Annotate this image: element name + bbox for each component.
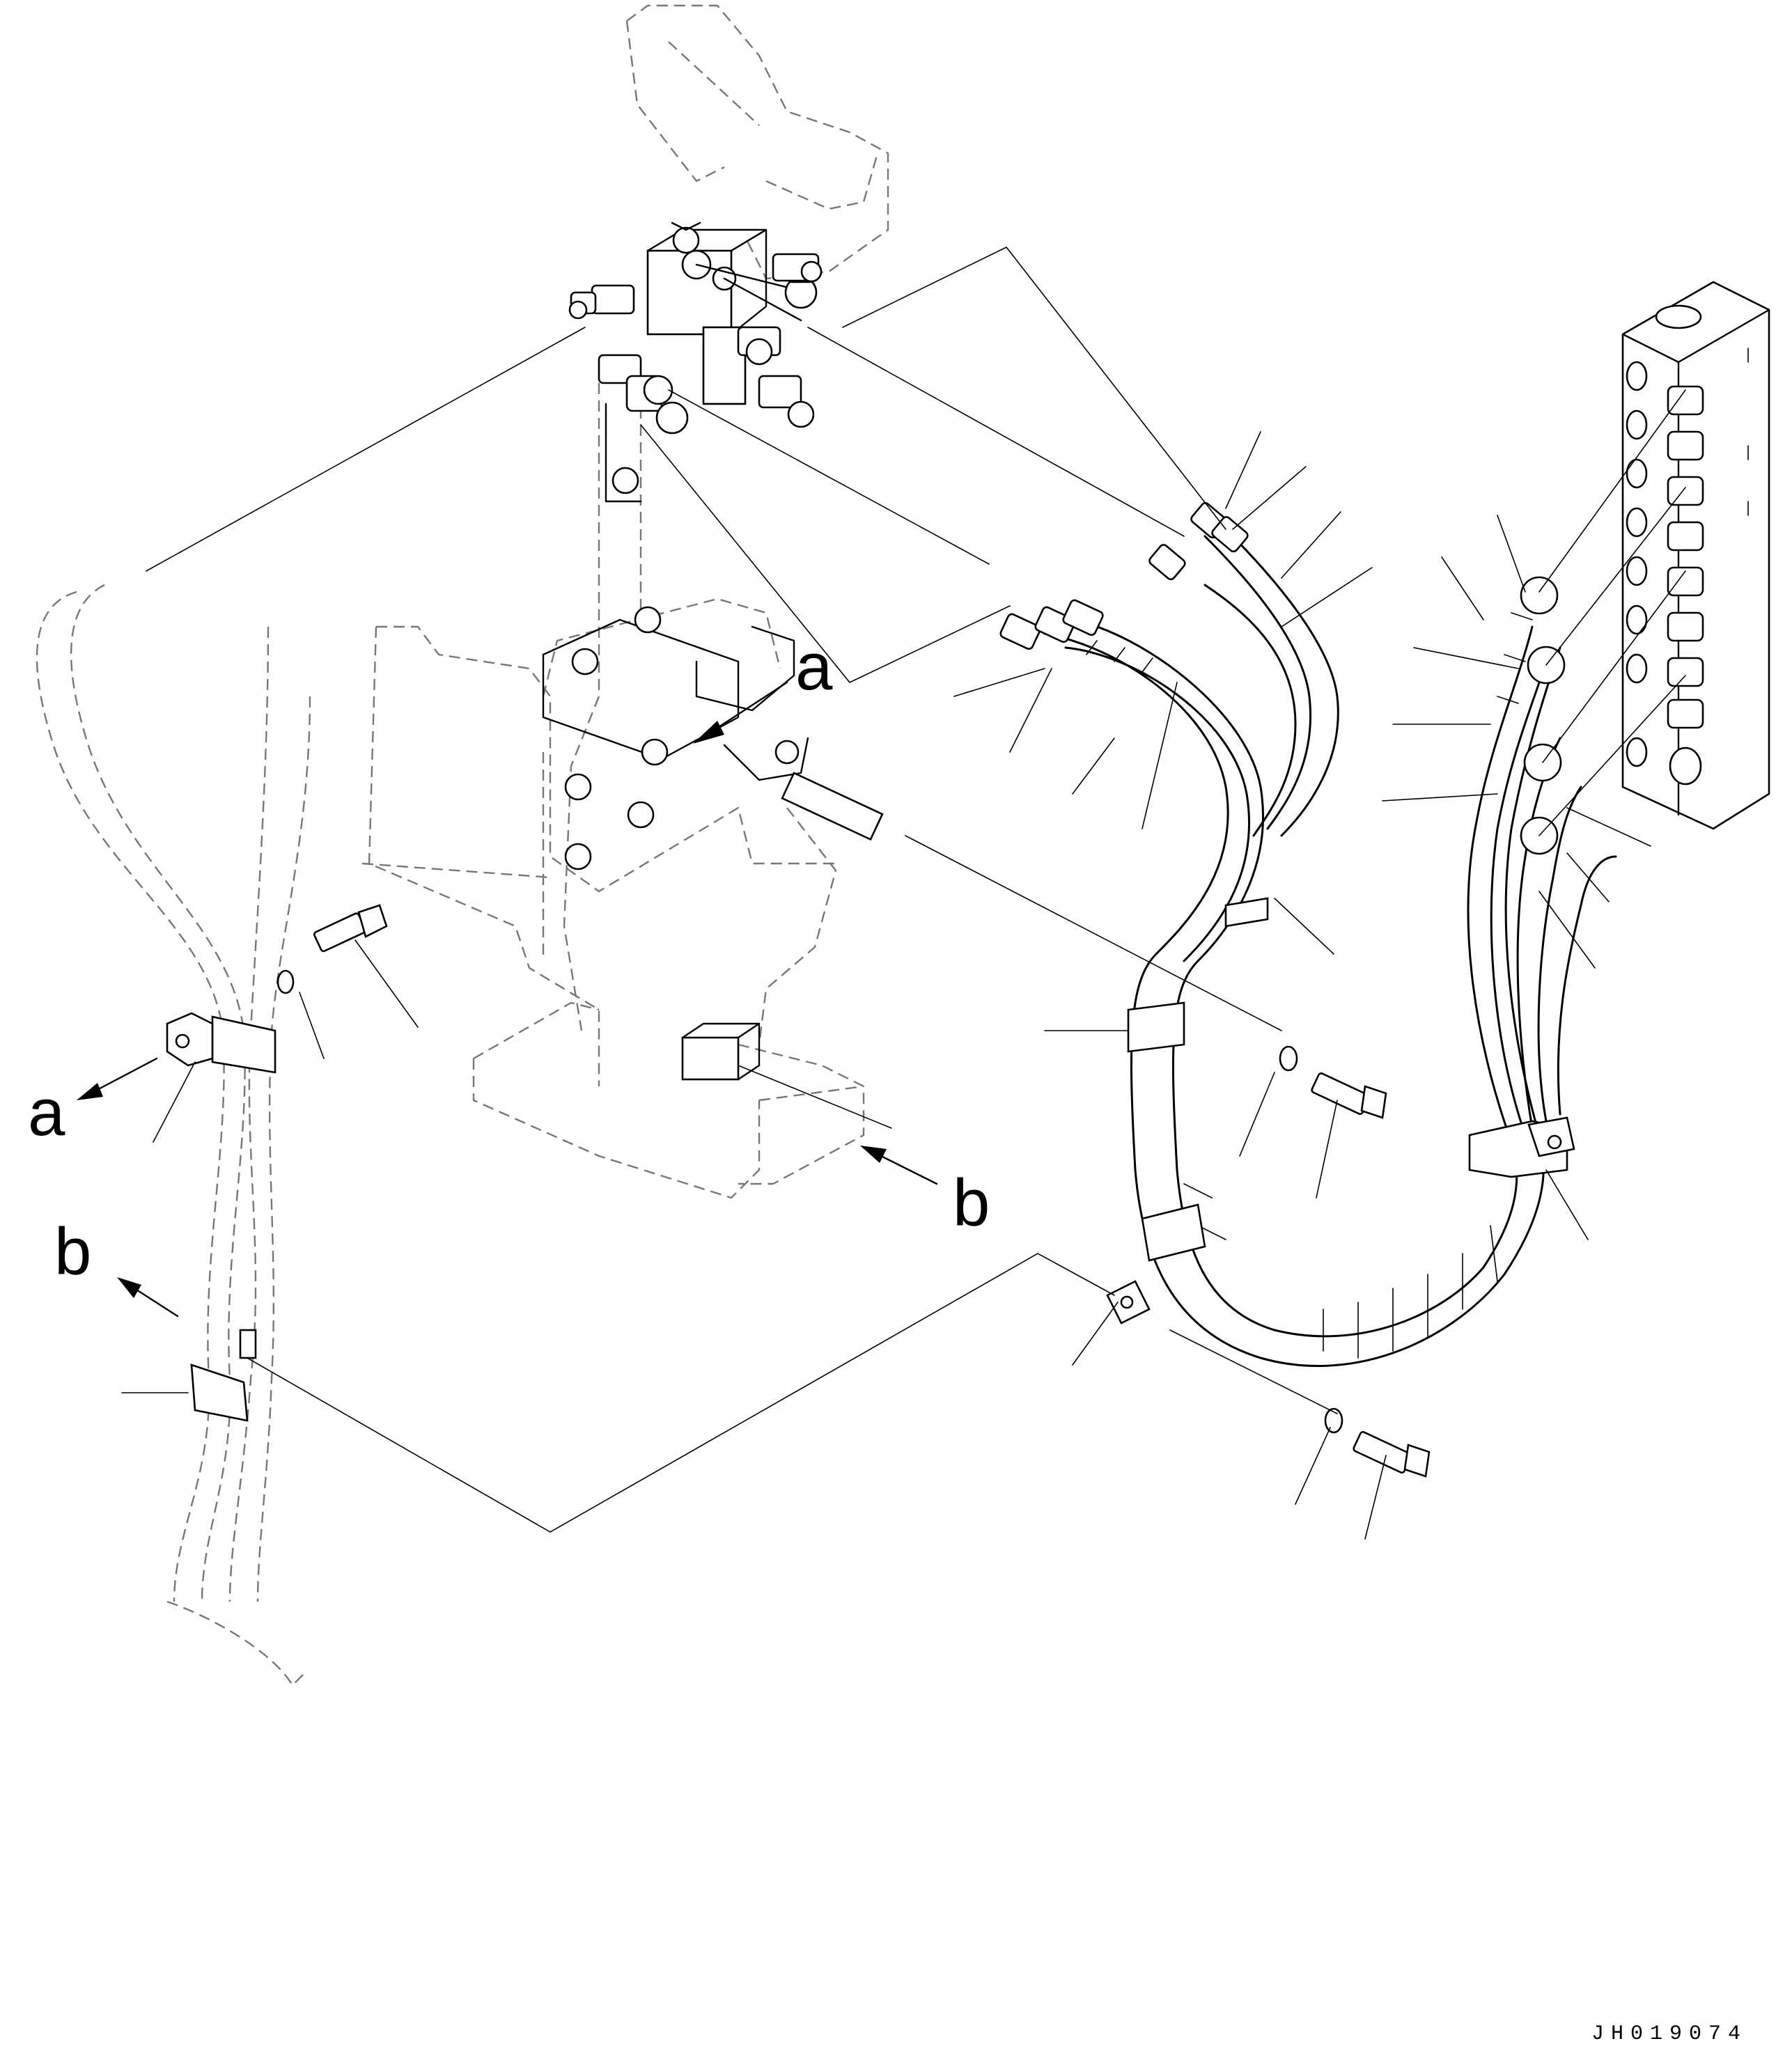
valve-fitting-left (568, 284, 635, 320)
view-arrow-icon-a-top (693, 681, 788, 744)
hose-clamp-left-lower (190, 1329, 257, 1422)
view-label-a-left: a (28, 1075, 65, 1150)
hose-clamp-left-upper (166, 1012, 276, 1074)
hose-end-fittings (999, 502, 1566, 855)
valve-fitting-right (737, 326, 815, 428)
view-arrow-icon-b-left (117, 1277, 179, 1318)
bolt-icon-upper (276, 904, 388, 994)
view-label-a-top: a (795, 630, 833, 704)
bolt-icon-lower (1324, 1407, 1431, 1478)
pilot-valve-assembly (568, 221, 823, 503)
assembly-leader-lines (146, 246, 1686, 1533)
view-label-b-bottom: b (953, 1166, 990, 1240)
valve-fitting-upper-right (772, 253, 823, 283)
phantom-left-hoses (36, 584, 311, 1687)
mounting-bracket-assembly (542, 606, 884, 870)
hose-clamp-left-bundle (1106, 897, 1269, 1325)
hose-clamp-right-bundle (1468, 1116, 1575, 1178)
drawing-code: JH019074 (1591, 2022, 1747, 2046)
view-arrow-icon-a-left (77, 1057, 158, 1100)
bolt-icon-middle (1279, 1045, 1387, 1119)
spacer-block (681, 1022, 761, 1081)
hose-bundle-main (1043, 528, 1617, 1368)
distribution-manifold (1621, 281, 1770, 830)
callout-leaders (121, 431, 1651, 1540)
phantom-valve-mount-column (542, 383, 642, 1031)
phantom-frame-bracket (625, 4, 889, 280)
manifold-port-fittings (1667, 385, 1704, 729)
valve-fitting-lower-left (598, 354, 689, 435)
view-label-b-left: b (54, 1214, 91, 1289)
view-arrow-icon-b-bottom (860, 1146, 938, 1185)
phantom-main-frame (361, 597, 865, 1199)
